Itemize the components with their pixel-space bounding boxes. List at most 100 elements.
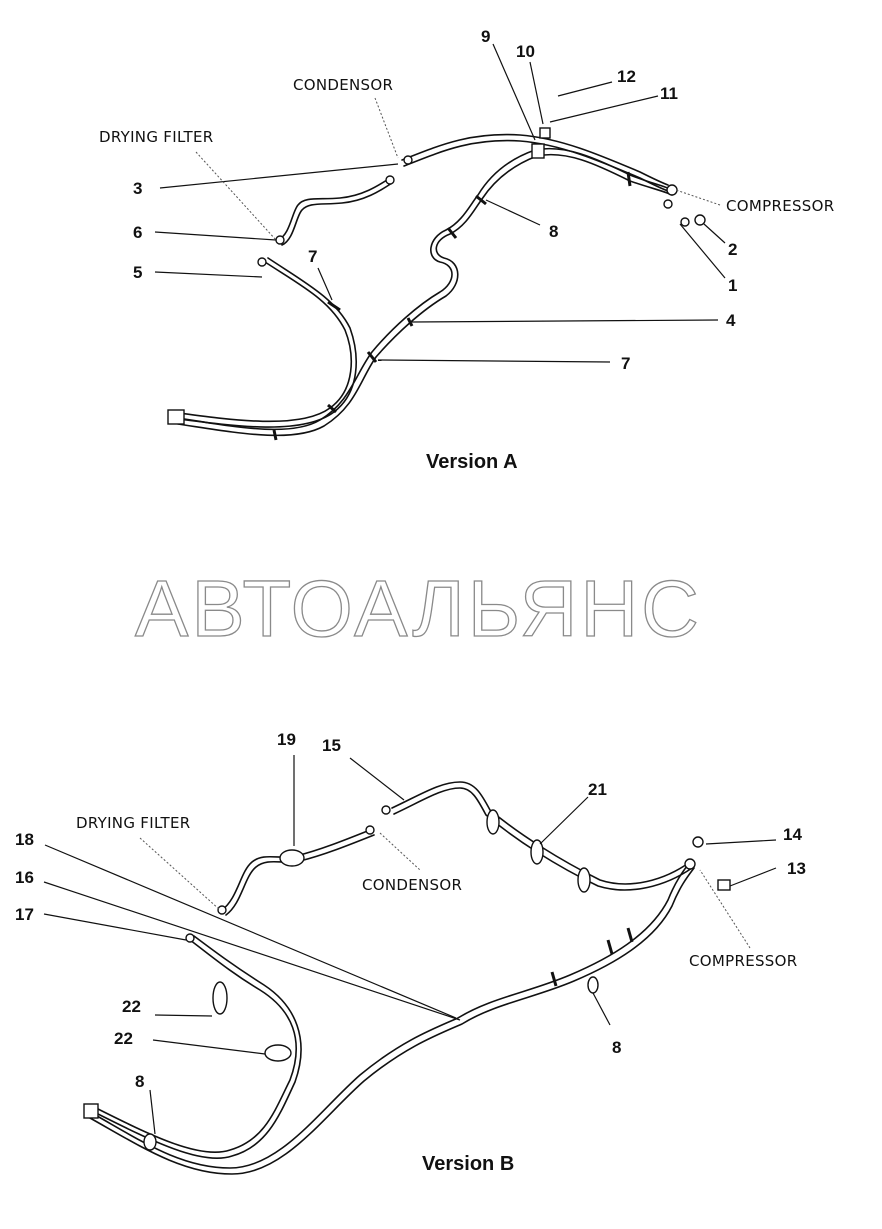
- leader-22a: [154, 1014, 213, 1017]
- leader-11: [549, 95, 659, 123]
- leader-compressor-b: [699, 869, 751, 949]
- leader-16: [43, 881, 461, 1021]
- leader-drying-b: [139, 837, 221, 911]
- callout-6: 6: [133, 223, 142, 242]
- clamp-22a: [212, 981, 228, 1015]
- clamp-21b: [530, 839, 544, 865]
- clamp-21a: [486, 809, 500, 835]
- callout-21: 21: [588, 780, 607, 799]
- hose-15-b: [393, 787, 693, 891]
- callout-4: 4: [726, 311, 736, 330]
- hose-17-b: [97, 935, 302, 1160]
- hose-4-outer: [177, 147, 673, 431]
- clip-b3: [626, 927, 634, 943]
- callout-18: 18: [15, 830, 34, 849]
- leader-6: [154, 231, 277, 241]
- clip-a2: [327, 403, 337, 414]
- hose-3: [401, 133, 669, 186]
- leader-8a: [149, 1089, 156, 1135]
- label-drying-filter-a: DRYING FILTER: [99, 128, 214, 146]
- callout-13: 13: [787, 859, 806, 878]
- watermark-text: АВТОАЛЬЯНС: [135, 564, 702, 653]
- fitting-1b: [680, 217, 690, 227]
- callout-10: 10: [516, 42, 535, 61]
- clamp-9: [531, 143, 545, 159]
- version-b-title: Version B: [422, 1153, 514, 1175]
- clip-a1: [272, 429, 278, 441]
- hose-5: [171, 261, 353, 423]
- clamp-22b: [264, 1044, 292, 1062]
- hose-17: [95, 939, 298, 1154]
- clip-7a: [327, 300, 341, 312]
- leader-7a: [317, 267, 333, 301]
- end-fittings-b: [83, 1103, 99, 1119]
- drying-filter-fitting: [275, 235, 285, 245]
- leader-5: [154, 271, 263, 278]
- leader-3: [159, 163, 399, 189]
- leader-4: [411, 319, 719, 323]
- callout-15: 15: [322, 736, 341, 755]
- callout-2: 2: [728, 240, 737, 259]
- condensor-fitting-lower: [385, 175, 395, 185]
- callout-12: 12: [617, 67, 636, 86]
- hose-15: [391, 781, 691, 885]
- clamp-8b: [587, 976, 599, 994]
- leader-8: [485, 199, 541, 226]
- leader-7b: [377, 359, 611, 363]
- leader-15: [349, 757, 405, 801]
- callout-3: 3: [133, 179, 142, 198]
- callout-17: 17: [15, 905, 34, 924]
- clamp-8a: [143, 1133, 157, 1151]
- clip-b1: [550, 971, 558, 987]
- leader-21: [539, 796, 589, 845]
- leader-2: [703, 223, 726, 244]
- hose-16: [89, 861, 691, 1169]
- callout-5: 5: [133, 263, 142, 282]
- callout-8a: 8: [135, 1072, 144, 1091]
- label-drying-filter-b: DRYING FILTER: [76, 814, 191, 832]
- condensor-fitting-b2: [365, 825, 375, 835]
- hose-6: [277, 177, 391, 241]
- leader-14: [705, 839, 777, 845]
- hose-16-b: [89, 867, 695, 1175]
- callout-16: 16: [15, 868, 34, 887]
- version-b-drawing: DRYING FILTER CONDENSOR COMPRESSOR 19 15…: [15, 730, 806, 1175]
- callout-8b: 8: [612, 1038, 621, 1057]
- fitting-2: [694, 214, 706, 226]
- callout-22b: 22: [114, 1029, 133, 1048]
- fitting-5: [257, 257, 267, 267]
- clip-4: [406, 317, 414, 327]
- callout-11: 11: [660, 84, 678, 103]
- hose-19-b: [225, 834, 375, 916]
- end-fittings-a: [167, 409, 185, 425]
- clip-7b: [366, 351, 378, 363]
- callout-14: 14: [783, 825, 802, 844]
- clip-b2: [606, 939, 614, 955]
- leader-1: [679, 223, 726, 279]
- condensor-fitting-upper: [403, 155, 413, 165]
- leader-18: [44, 844, 457, 1019]
- leader-22b: [152, 1039, 266, 1055]
- callout-7b: 7: [621, 354, 630, 373]
- leader-17: [43, 913, 187, 941]
- clip-8a: [446, 227, 458, 239]
- fitting-13: [717, 879, 731, 891]
- label-condensor-b: CONDENSOR: [362, 876, 462, 894]
- leader-compressor-a: [675, 189, 721, 206]
- clip-8b: [475, 194, 487, 206]
- leader-13: [729, 867, 777, 887]
- hose-6-b: [281, 182, 393, 246]
- label-compressor-b: COMPRESSOR: [689, 952, 797, 970]
- hose-3-b: [403, 139, 669, 192]
- callout-19: 19: [277, 730, 296, 749]
- compressor-fitting: [666, 184, 678, 196]
- callout-7a: 7: [308, 247, 317, 266]
- leader-condensor-b: [379, 832, 421, 871]
- leader-10: [529, 61, 544, 125]
- callout-8: 8: [549, 222, 558, 241]
- callout-22a: 22: [122, 997, 141, 1016]
- hose-4-inner: [177, 153, 673, 437]
- leader-drying-a: [195, 151, 277, 241]
- callout-9: 9: [481, 27, 490, 46]
